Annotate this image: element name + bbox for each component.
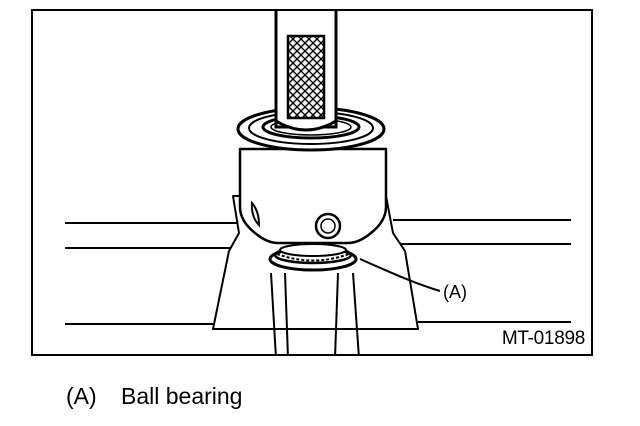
callout-leader-line: [359, 258, 441, 292]
guide-rods: [270, 272, 360, 354]
legend-key: (A): [66, 383, 97, 409]
figure-frame: (A) MT-01898: [31, 9, 593, 356]
installer-tool-body: [238, 147, 388, 245]
legend: (A) Ball bearing: [66, 383, 242, 410]
figure-code: MT-01898: [501, 328, 585, 349]
knurled-handle-shaft: [274, 11, 338, 132]
support-rails-right: [393, 219, 571, 323]
callout-label: (A): [443, 282, 467, 302]
ball-bearing: [268, 243, 358, 272]
bearing-installation-drawing: (A): [65, 11, 571, 354]
support-rails-left: [65, 222, 238, 325]
legend-text: Ball bearing: [121, 383, 243, 409]
